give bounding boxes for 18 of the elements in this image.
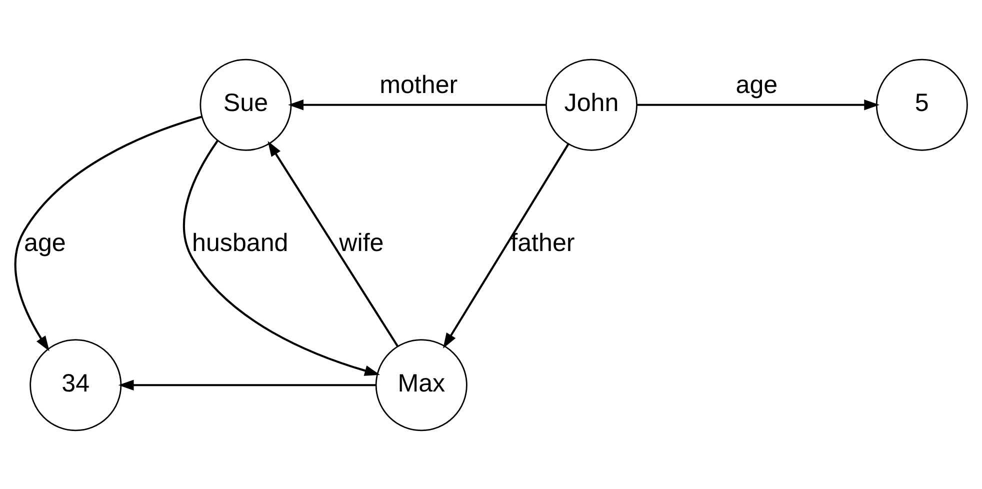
node-circle: 34 <box>30 338 122 431</box>
arrow <box>268 140 398 346</box>
arrow <box>118 379 376 390</box>
node-circle: John <box>545 58 638 150</box>
arrow <box>182 140 380 376</box>
arrow <box>637 99 880 110</box>
arrow <box>443 143 570 348</box>
node-circle: Max <box>375 338 468 431</box>
node-circle: Sue <box>200 58 292 150</box>
edge-label: father <box>510 228 575 257</box>
edge-label: age <box>24 228 66 257</box>
edge-label: age <box>736 70 778 98</box>
edge-label: wife <box>339 228 384 257</box>
node-circle: 5 <box>876 58 968 150</box>
arrow <box>288 99 546 110</box>
edge-label: mother <box>380 70 458 98</box>
arrow <box>14 115 202 351</box>
edge-label: husband <box>192 228 288 257</box>
